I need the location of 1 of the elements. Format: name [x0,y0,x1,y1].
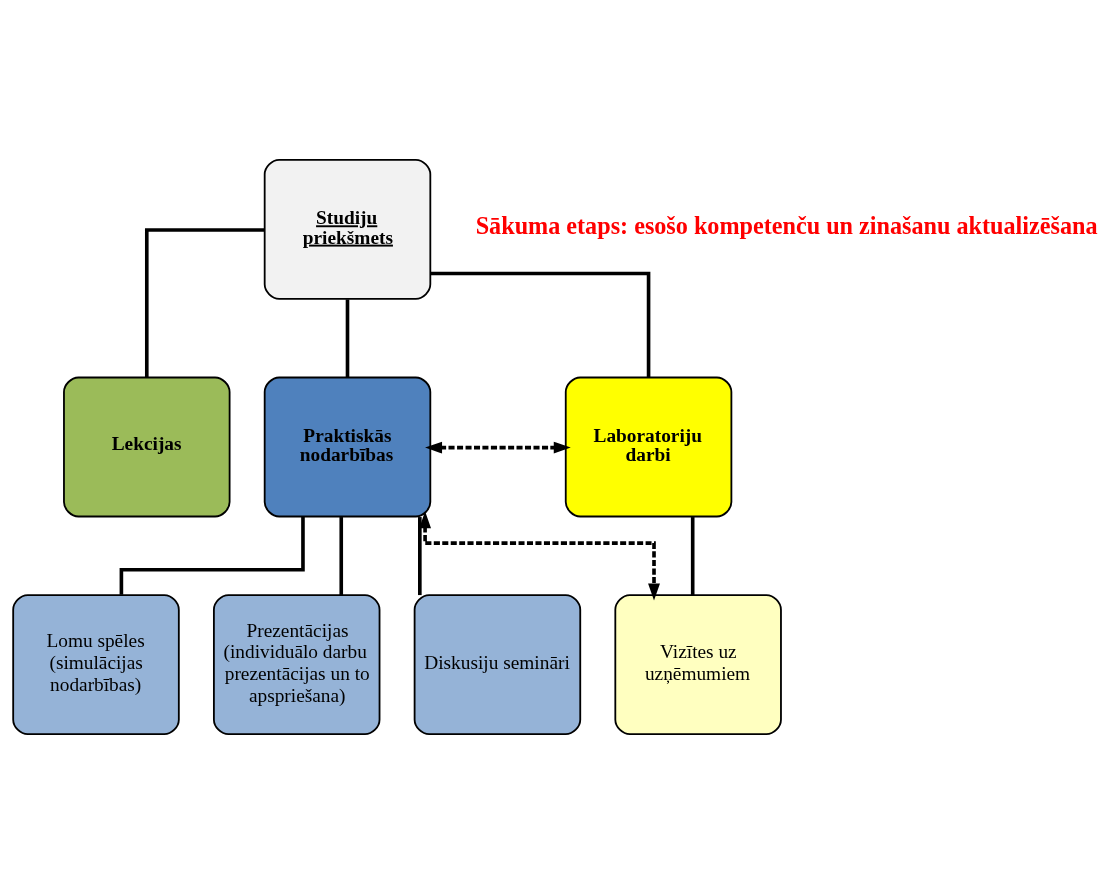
label: Sākuma etaps: esošo kompetenču un zinašanu aktualizēšana [475,212,1098,240]
